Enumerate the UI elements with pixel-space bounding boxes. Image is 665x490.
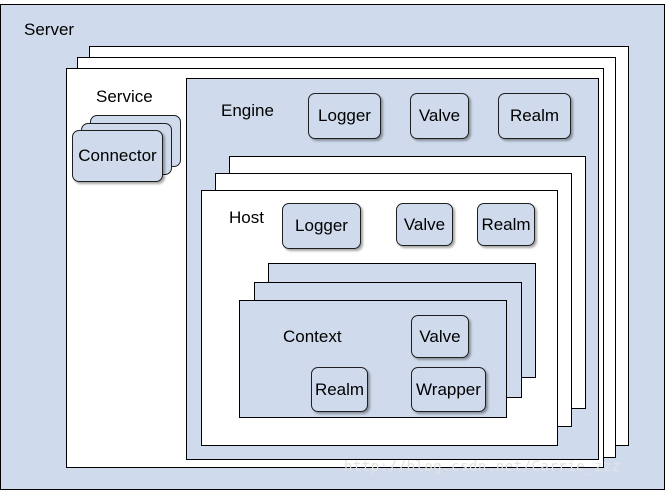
host-logger-box: Logger bbox=[282, 203, 361, 249]
host-realm-box: Realm bbox=[477, 203, 535, 246]
engine-realm-box: Realm bbox=[498, 93, 571, 139]
connector-box: Connector bbox=[72, 130, 163, 182]
watermark-text: http://blog.csdn.net/Carrie_zzz bbox=[344, 459, 621, 475]
server-label: Server bbox=[24, 20, 75, 39]
host-label: Host bbox=[229, 208, 264, 227]
host-valve-box: Valve bbox=[396, 203, 453, 246]
engine-logger-box: Logger bbox=[308, 93, 381, 139]
service-label: Service bbox=[96, 87, 153, 106]
context-valve-box: Valve bbox=[411, 315, 469, 358]
context-label: Context bbox=[283, 327, 342, 346]
engine-valve-box: Valve bbox=[410, 93, 469, 139]
context-realm-box: Realm bbox=[311, 367, 368, 412]
engine-label: Engine bbox=[221, 101, 274, 120]
context-wrapper-box: Wrapper bbox=[411, 367, 486, 412]
